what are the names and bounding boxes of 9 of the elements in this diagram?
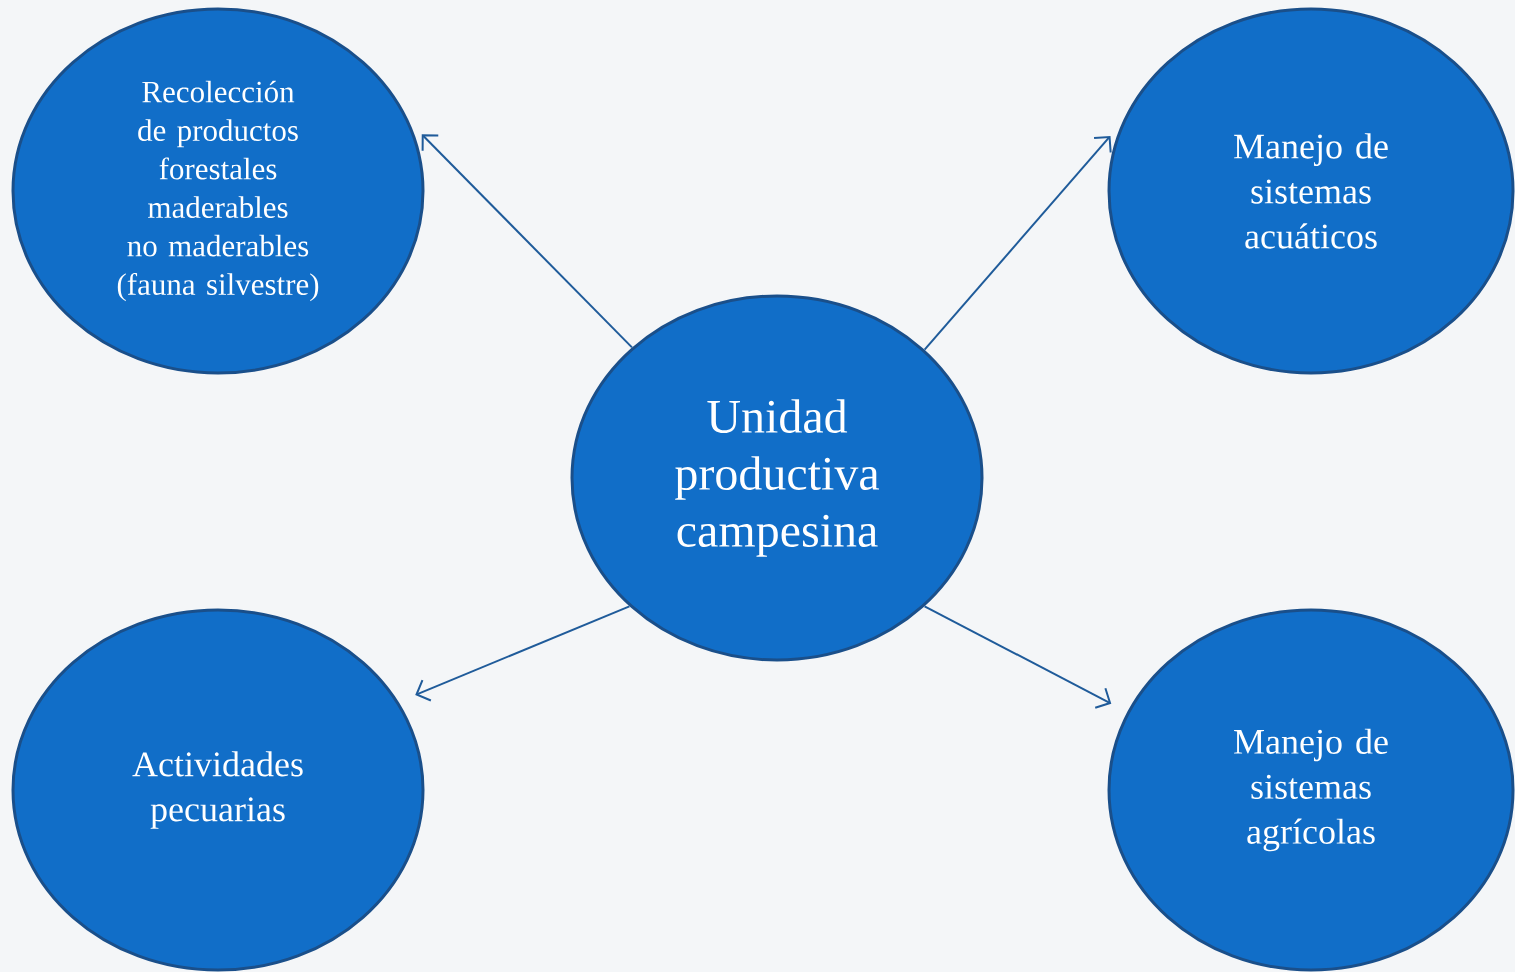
ellipse-node: Recolección de productos forestales maderables no maderables (fauna silvestre) (11, 7, 425, 375)
arrow (415, 605, 631, 702)
ellipse-node: Actividades pecuarias (11, 608, 425, 972)
arrow (421, 134, 633, 349)
arrow (923, 605, 1112, 709)
ellipse-node: Manejo de sistemas acuáticos (1107, 7, 1515, 375)
ellipse-node: Manejo de sistemas agrícolas (1107, 608, 1515, 972)
arrow (923, 135, 1112, 351)
ellipse-node: Unidad productiva campesina (570, 294, 984, 662)
